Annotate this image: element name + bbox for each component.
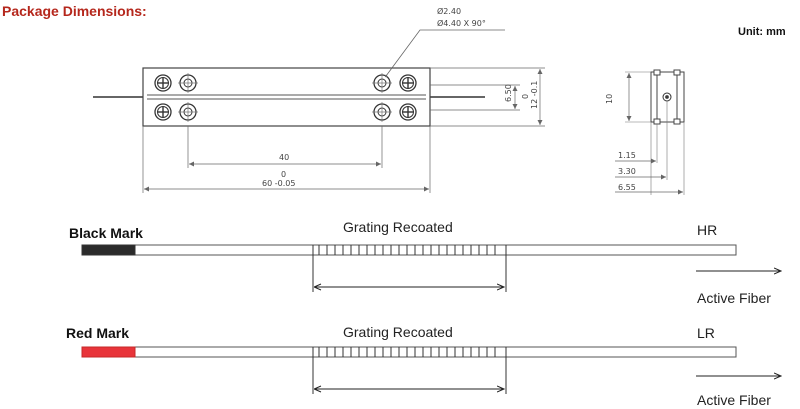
side-330-label: 3.30 [618,167,636,176]
fiber-2-mark-label: Red Mark [66,325,129,341]
fiber-1-direction-label: Active Fiber [697,290,771,306]
fiber-2-end-label: LR [697,325,715,341]
fiber-1-grating [318,245,496,255]
fiber-2-grating-label: Grating Recoated [343,324,453,340]
screw-bottom-left-inner-icon [178,102,198,122]
package-side-view [615,69,685,195]
fiber-2-body [81,346,737,358]
dimension-40 [187,126,383,168]
fiber-diagram-hr: Black Mark Grating Recoated HR Active Fi… [69,219,781,306]
hole-leader-line [385,29,505,77]
dim-length-tol: 0 [281,170,286,179]
side-655-label: 6.55 [618,183,636,192]
dim-650-label: 6.50 [504,84,513,102]
fiber-2-color-mark [81,346,136,358]
screw-top-right-outer-icon [399,74,417,92]
screw-top-left-outer-icon [154,74,172,92]
package-top-view [93,29,505,127]
screw-top-left-inner-icon [178,73,198,93]
dim-width-label: 12 -0.1 [530,81,539,109]
fiber-1-body [81,244,737,256]
screw-top-right-inner-icon [372,73,392,93]
hole-inner-dim: Ø2.40 [437,6,461,16]
page-title: Package Dimensions: [2,3,147,19]
hole-outer-dim: Ø4.40 X 90° [437,18,486,28]
dimension-heights [430,67,545,127]
fiber-1-color-mark [81,244,136,256]
dimension-60 [142,126,431,193]
fiber-1-grating-label: Grating Recoated [343,219,453,235]
side-115-label: 1.15 [618,151,636,160]
dim-width-tol: 0 [521,94,530,99]
fiber-1-mark-label: Black Mark [69,225,143,241]
dim-40-label: 40 [279,153,289,162]
fiber-2-direction-label: Active Fiber [697,392,771,408]
side-10-label: 10 [605,94,614,104]
dim-length-label: 60 -0.05 [262,179,295,188]
unit-label: Unit: mm [738,26,786,38]
fiber-2-grating [318,347,496,357]
fiber-diagram-lr: Red Mark Grating Recoated LR Active Fibe… [66,324,781,408]
screw-bottom-left-outer-icon [154,103,172,121]
screw-bottom-right-inner-icon [372,102,392,122]
fiber-1-end-label: HR [697,222,717,238]
screw-bottom-right-outer-icon [399,103,417,121]
